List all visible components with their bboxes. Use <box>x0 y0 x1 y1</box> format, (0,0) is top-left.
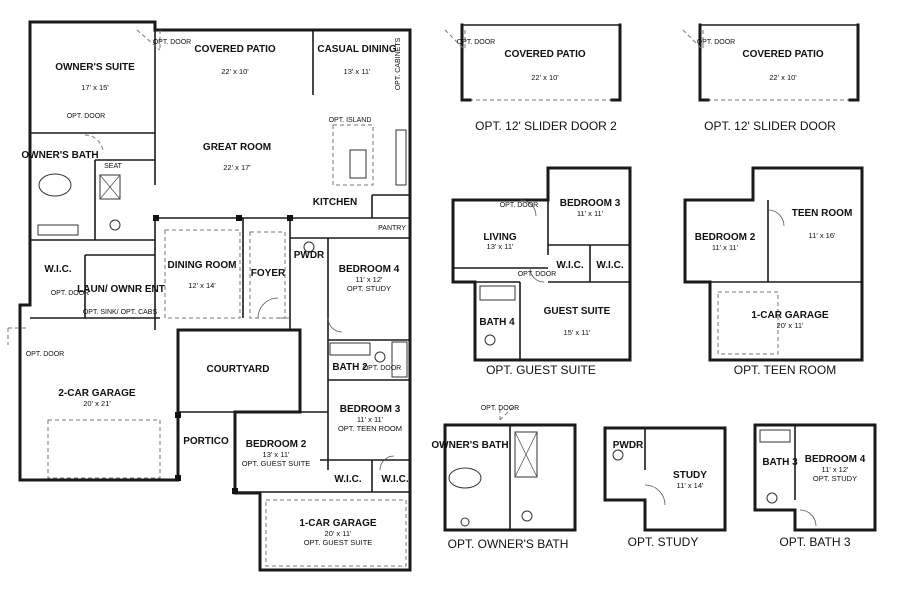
guest-bedroom3-dim: 11' x 11' <box>577 209 604 218</box>
slider2-opt-door: OPT. DOOR <box>457 39 496 46</box>
wic-label: W.I.C. <box>44 264 71 275</box>
teen-room-dim: 11' x 16' <box>809 231 836 240</box>
casual-dining-label: CASUAL DINING <box>317 44 396 55</box>
bath3-caption: OPT. BATH 3 <box>779 535 850 549</box>
teen-bedroom2-dim: 11' x 11' <box>712 243 739 252</box>
slider1-name: COVERED PATIO <box>742 49 824 60</box>
dining-room-dim: 12' x 14' <box>188 281 216 290</box>
bedroom4-dim: 11' x 12' <box>356 275 383 284</box>
opt-door-garage-label: OPT. DOOR <box>26 351 65 358</box>
guest-suite-label: GUEST SUITE <box>544 306 611 317</box>
foyer-label: FOYER <box>251 268 286 279</box>
opt-door-wic-label: OPT. DOOR <box>51 290 90 297</box>
opt-door-patio-label: OPT. DOOR <box>153 39 192 46</box>
study-caption: OPT. STUDY <box>628 535 699 549</box>
great-room-dim: 22' x 17' <box>223 163 251 172</box>
study-dim: 11' x 14' <box>677 481 704 490</box>
bedroom2-opt: OPT. GUEST SUITE <box>242 459 311 468</box>
pantry-label: PANTRY <box>378 225 406 232</box>
garage1-dim: 20' x 11' <box>325 529 352 538</box>
guest-caption: OPT. GUEST SUITE <box>486 363 596 377</box>
guest-wic2: W.I.C. <box>596 260 623 271</box>
opt-island-label: OPT. ISLAND <box>329 117 372 124</box>
garage2-label: 2-CAR GARAGE <box>58 388 136 399</box>
teen-bedroom2-label: BEDROOM 2 <box>695 232 756 243</box>
guest-living-label: LIVING <box>483 232 517 243</box>
svg-text:OWNER'S SUITE: OWNER'S SUITE <box>55 62 135 73</box>
bedroom4-label: BEDROOM 4 <box>339 264 400 275</box>
opt-door-bath2-label: OPT. DOOR <box>363 365 402 372</box>
owners-bath-opt-name: OWNER'S BATH <box>431 440 508 451</box>
slider1-opt-door: OPT. DOOR <box>697 39 736 46</box>
slider1-caption: OPT. 12' SLIDER DOOR <box>704 119 836 133</box>
bedroom3-opt: OPT. TEEN ROOM <box>338 424 402 433</box>
guest-opt-door1: OPT. DOOR <box>500 202 539 209</box>
teen-room-option: BEDROOM 2 11' x 11' TEEN ROOM 11' x 16' … <box>683 166 864 377</box>
garage1-label: 1-CAR GARAGE <box>299 518 377 529</box>
slider2-dim: 22' x 10' <box>531 73 559 82</box>
guest-suite-dim: 15' x 11' <box>564 328 591 337</box>
bedroom4-opt: OPT. STUDY <box>347 284 391 293</box>
slider-door-2-option: OPT. DOOR COVERED PATIO 22' x 10' OPT. 1… <box>444 23 622 133</box>
study-option: PWDR STUDY 11' x 14' OPT. STUDY <box>603 426 727 549</box>
guest-living-dim: 13' x 11' <box>487 242 514 251</box>
slider2-name: COVERED PATIO <box>504 49 586 60</box>
bath3-option: BATH 3 BEDROOM 4 11' x 12' OPT. STUDY OP… <box>753 423 877 549</box>
dining-room-label: DINING ROOM <box>168 260 237 271</box>
teen-caption: OPT. TEEN ROOM <box>734 363 836 377</box>
covered-patio-dim: 22' x 10' <box>221 67 249 76</box>
guest-bath4: BATH 4 <box>479 317 515 328</box>
guest-opt-door2: OPT. DOOR <box>518 271 557 278</box>
bedroom2-label: BEDROOM 2 <box>246 439 307 450</box>
bedroom3-label: BEDROOM 3 <box>340 404 401 415</box>
courtyard-label: COURTYARD <box>207 364 270 375</box>
casual-dining-dim: 13' x 11' <box>344 67 371 76</box>
kitchen-label: KITCHEN <box>313 197 357 208</box>
wic3-label: W.I.C. <box>381 474 408 485</box>
owners-suite-label: OWNER'S SUITE <box>55 62 135 73</box>
guest-bedroom3-label: BEDROOM 3 <box>560 198 621 209</box>
bath3-bedroom4-label: BEDROOM 4 <box>805 454 866 465</box>
owners-bath-label: OWNER'S BATH <box>21 150 98 161</box>
owners-suite-dim: 17' x 15' <box>81 83 109 92</box>
guest-wic1: W.I.C. <box>556 260 583 271</box>
bath3-bedroom4-dim: 11' x 12' <box>822 465 849 474</box>
teen-garage-label: 1-CAR GARAGE <box>751 310 829 321</box>
garage1-opt: OPT. GUEST SUITE <box>304 538 373 547</box>
teen-garage-dim: 20' x 11' <box>777 321 804 330</box>
bath3-bedroom4-opt: OPT. STUDY <box>813 474 857 483</box>
slider2-caption: OPT. 12' SLIDER DOOR 2 <box>475 119 617 133</box>
covered-patio-label: COVERED PATIO <box>194 44 276 55</box>
garage2-dim: 20' x 21' <box>83 399 111 408</box>
main-plan: OWNER'S SUITE 17' x 15' COVERED PATIO 22… <box>7 20 412 572</box>
study-pwdr: PWDR <box>613 440 644 451</box>
teen-room-label: TEEN ROOM <box>792 208 853 219</box>
pwdr-label: PWDR <box>294 250 325 261</box>
opt-cabinets-label: OPT. CABINETS <box>395 37 402 90</box>
owners-bath-caption: OPT. OWNER'S BATH <box>448 537 569 551</box>
bath3-label: BATH 3 <box>762 457 798 468</box>
guest-suite-option: LIVING 13' x 11' OPT. DOOR BEDROOM 3 11'… <box>451 166 632 377</box>
slider1-dim: 22' x 10' <box>769 73 797 82</box>
owners-bath-option: OPT. DOOR OWNER'S BATH OPT. OWNER'S BATH <box>431 404 577 551</box>
great-room-label: GREAT ROOM <box>203 142 271 153</box>
slider-door-option: OPT. DOOR COVERED PATIO 22' x 10' OPT. 1… <box>682 23 860 133</box>
bedroom2-dim: 13' x 11' <box>263 450 290 459</box>
opt-sink-label: OPT. SINK/ OPT. CABS <box>83 309 158 316</box>
bath2-label: BATH 2 <box>332 362 368 373</box>
study-name: STUDY <box>673 470 707 481</box>
owners-bath-opt-door: OPT. DOOR <box>481 405 520 412</box>
laundry-label: LAUN/ OWNR ENT <box>77 284 165 295</box>
seat-label: SEAT <box>104 163 122 170</box>
wic2-label: W.I.C. <box>334 474 361 485</box>
portico-label: PORTICO <box>183 436 229 447</box>
opt-door-bath-label: OPT. DOOR <box>67 113 106 120</box>
bedroom3-dim: 11' x 11' <box>357 415 384 424</box>
